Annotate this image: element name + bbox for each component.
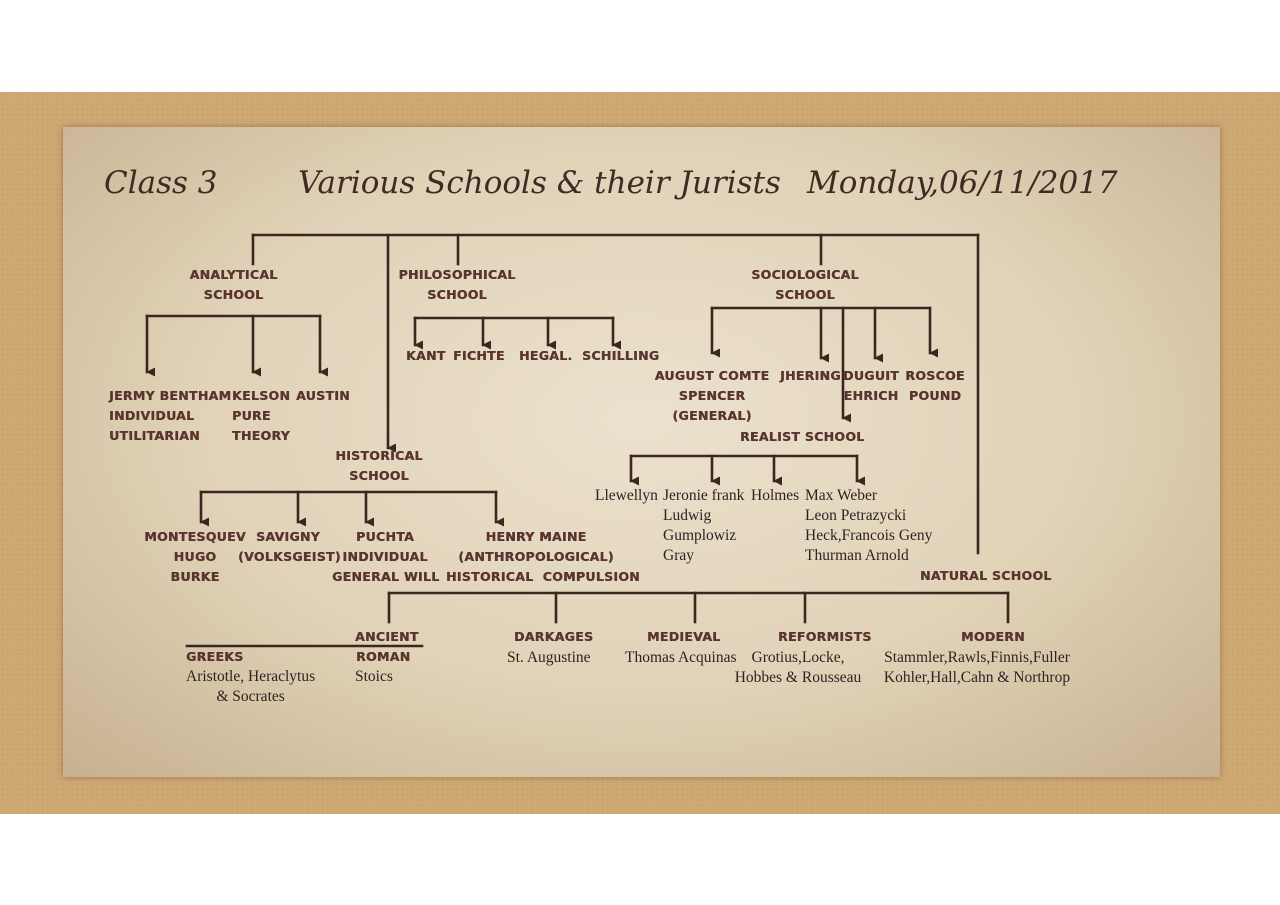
jurist-comte: AUGUST COMTE SPENCER (GENERAL) (654, 368, 770, 423)
sociological-school-label: SOCIOLOGICAL SCHOOL (751, 267, 859, 302)
analytical-school-label: ANALYTICAL SCHOOL (189, 267, 278, 302)
natural-school-label: NATURAL SCHOOL (920, 568, 1052, 583)
jurist-pound: ROSCOE POUND (905, 368, 965, 403)
class-label: Class 3 (104, 165, 218, 201)
reformists-jurists: Grotius,Locke, Hobbes & Rousseau (734, 649, 862, 686)
jurist-savigny: SAVIGNY (VOLKSGEIST) (238, 529, 341, 564)
medieval-jurists: Thomas Acquinas (625, 649, 737, 666)
page-title: Various Schools & their Jurists (298, 165, 781, 201)
roman-label: ROMAN (356, 649, 411, 664)
jurist-puchta: PUCHTA INDIVIDUAL GENERAL WILL (332, 529, 440, 584)
darkages-jurists: St. Augustine (507, 649, 591, 666)
jurist-fichte: FICHTE (453, 348, 505, 363)
jurist-holmes: Holmes (751, 487, 800, 504)
jurist-austin: AUSTIN (296, 388, 350, 403)
historical-school-label: HISTORICAL SCHOOL (335, 448, 423, 483)
philosophical-school-label: PHILOSOPHICAL SCHOOL (398, 267, 516, 302)
reformists-label: REFORMISTS (778, 629, 872, 644)
jurist-llewellyn: Llewellyn (595, 487, 658, 504)
jurist-bentham: JERMY BENTHAM INDIVIDUAL UTILITARIAN (109, 388, 232, 443)
roman-jurists: Stoics (355, 668, 393, 685)
date-label: Monday,06/11/2017 (807, 165, 1118, 201)
medieval-label: MEDIEVAL (647, 629, 721, 644)
jurist-schilling: SCHILLING (582, 348, 660, 363)
greeks-label: GREEKS (186, 649, 244, 664)
darkages-label: DARKAGES (514, 629, 594, 644)
modern-jurists: Stammler,Rawls,Finnis,Fuller Kohler,Hall… (883, 649, 1071, 686)
jurist-weber: Max Weber Leon Petrazycki Heck,Francois … (805, 487, 933, 564)
jurist-jhering: JHERING (780, 368, 841, 383)
jurist-frank: Jeronie frank Ludwig Gumplowiz Gray (663, 487, 745, 564)
greeks-jurists: Aristotle, Heraclytus & Socrates (186, 668, 316, 705)
realist-school-label: REALIST SCHOOL (740, 429, 865, 444)
jurist-montesquev: MONTESQUEV HUGO BURKE (144, 529, 246, 584)
jurist-kant: KANT (406, 348, 446, 363)
jurist-kelson: KELSON PURE THEORY (232, 388, 291, 443)
jurist-duguit: DUGUIT EHRICH (843, 368, 899, 403)
jurist-maine: HENRY MAINE (ANTHROPOLOGICAL) HISTORICAL… (446, 529, 640, 584)
modern-label: MODERN (961, 629, 1025, 644)
jurist-hegal: HEGAL. (519, 348, 573, 363)
ancient-label: ANCIENT (355, 629, 419, 644)
